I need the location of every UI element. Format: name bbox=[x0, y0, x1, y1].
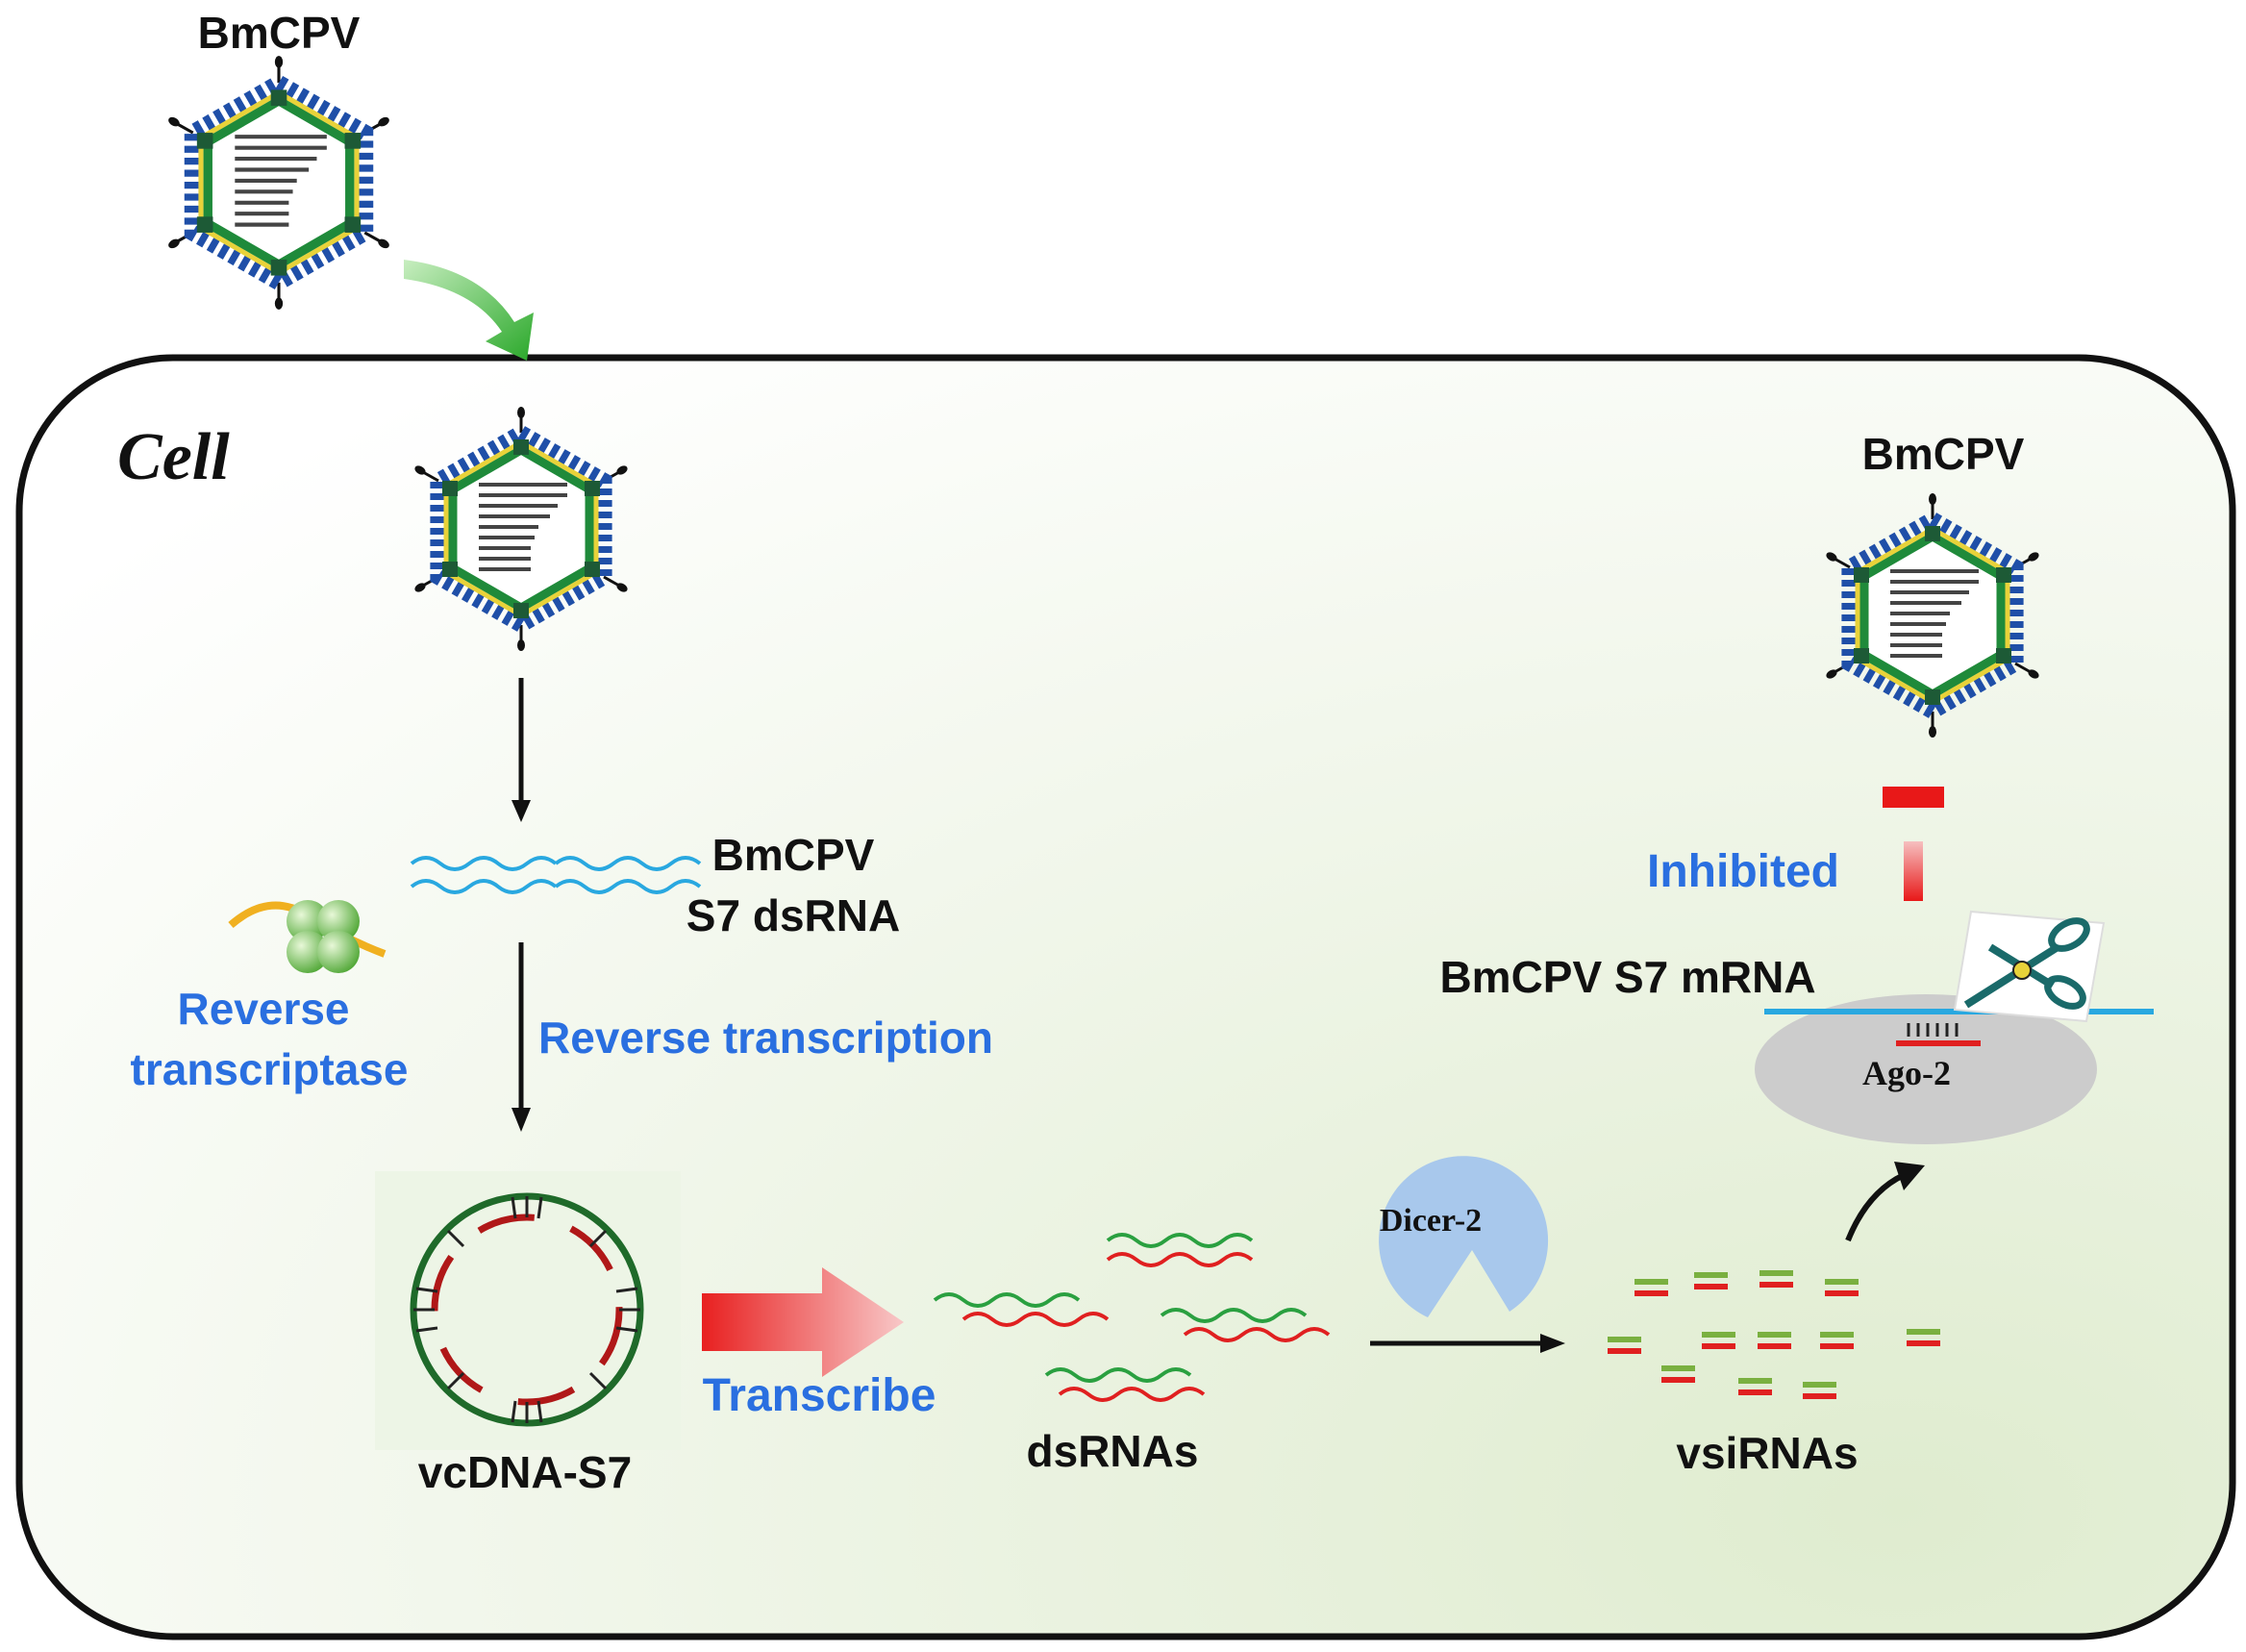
reverse-transcription-label: Reverse transcription bbox=[538, 1013, 993, 1063]
ago2-label: Ago-2 bbox=[1862, 1054, 1951, 1092]
loading-arrow bbox=[1845, 1172, 1906, 1242]
inhibit-bar bbox=[1904, 841, 1923, 901]
ago2-icon bbox=[1755, 994, 2097, 1144]
transcribe-label: Transcribe bbox=[703, 1370, 936, 1421]
dsrna-label-line2: S7 dsRNA bbox=[686, 890, 900, 940]
cell-label: Cell bbox=[117, 420, 230, 494]
vsirnas-icon bbox=[1608, 1270, 1940, 1399]
inhibit-cap bbox=[1883, 787, 1944, 808]
mrna-label: BmCPV S7 mRNA bbox=[1439, 952, 1815, 1002]
guide-strand bbox=[1896, 1023, 1981, 1046]
reverse-transcriptase-icon bbox=[228, 900, 387, 973]
vcdna-label: vcDNA-S7 bbox=[418, 1447, 632, 1497]
dicer-label: Dicer-2 bbox=[1380, 1203, 1482, 1239]
circular-dna-icon bbox=[375, 1171, 681, 1450]
scissors-icon bbox=[1953, 910, 2106, 1023]
transcribe-arrow bbox=[702, 1267, 904, 1377]
virus-right-label: BmCPV bbox=[1862, 429, 2025, 479]
virus-particle-icon bbox=[166, 56, 390, 310]
dicer-icon bbox=[1379, 1156, 1549, 1317]
rt-enzyme-label-line2: transcriptase bbox=[131, 1044, 409, 1094]
dsrna-label-line1: BmCPV bbox=[712, 830, 875, 880]
virus-top-label: BmCPV bbox=[198, 8, 361, 58]
entry-arrow bbox=[404, 260, 534, 361]
dsrnas-label: dsRNAs bbox=[1027, 1426, 1199, 1476]
vsirnas-label: vsiRNAs bbox=[1676, 1428, 1858, 1478]
inhibited-label: Inhibited bbox=[1647, 846, 1839, 897]
rt-enzyme-label-line1: Reverse bbox=[177, 984, 349, 1034]
